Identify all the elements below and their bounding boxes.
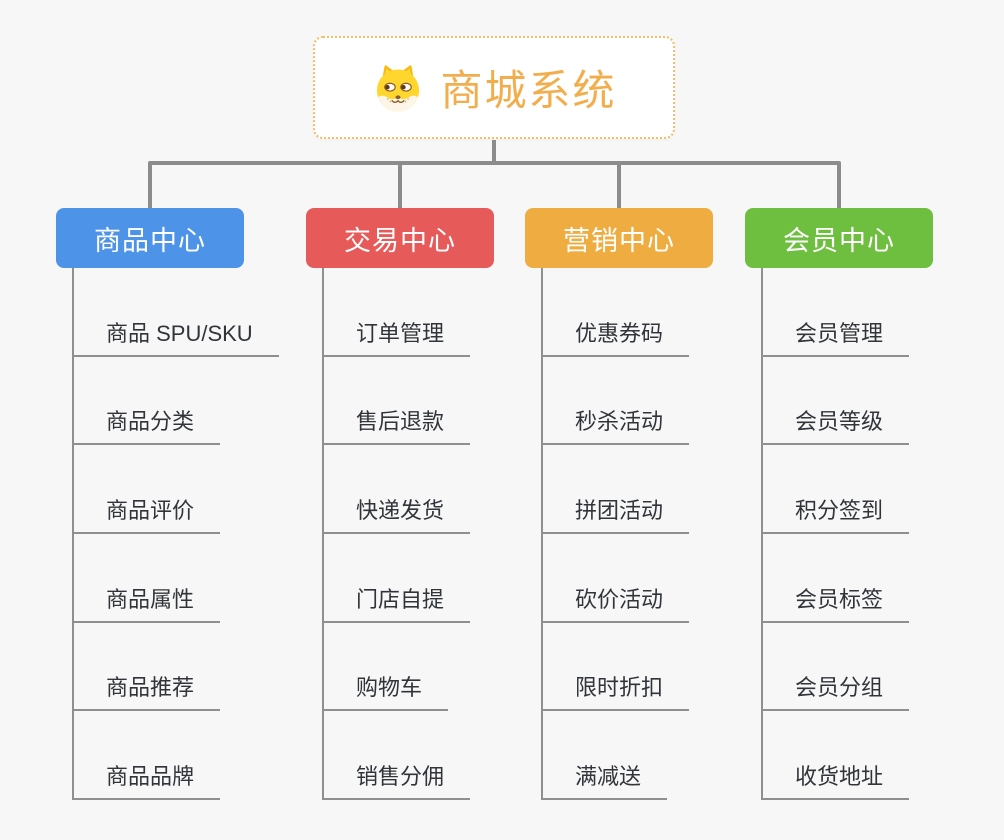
leaf-label: 门店自提 xyxy=(324,582,471,623)
leaf-node[interactable]: 砍价活动 xyxy=(543,534,690,623)
leaf-label: 会员管理 xyxy=(763,316,910,357)
leaf-label: 满减送 xyxy=(543,759,668,800)
leaf-node[interactable]: 商品分类 xyxy=(74,357,279,446)
leaf-node[interactable]: 门店自提 xyxy=(324,534,471,623)
leaf-label: 会员等级 xyxy=(763,404,910,446)
leaf-node[interactable]: 订单管理 xyxy=(324,268,471,357)
branch-column-member-center: 会员管理 会员等级 积分签到 会员标签 会员分组 收货地址 xyxy=(761,268,910,800)
leaf-label: 限时折扣 xyxy=(543,670,690,712)
leaf-node[interactable]: 会员等级 xyxy=(763,357,910,446)
leaf-label: 商品品牌 xyxy=(74,759,221,800)
leaf-node[interactable]: 满减送 xyxy=(543,711,689,800)
leaf-node[interactable]: 秒杀活动 xyxy=(543,357,690,446)
leaf-node[interactable]: 购物车 xyxy=(324,623,470,712)
leaf-label: 积分签到 xyxy=(763,493,910,534)
leaf-node[interactable]: 商品属性 xyxy=(74,534,279,623)
leaf-node[interactable]: 会员分组 xyxy=(763,623,910,712)
leaf-label: 商品评价 xyxy=(74,493,221,534)
leaf-node[interactable]: 商品评价 xyxy=(74,445,279,534)
leaf-label: 销售分佣 xyxy=(324,759,471,800)
branch-connector-drop xyxy=(617,163,621,208)
branch-connector-drop xyxy=(837,163,841,208)
leaf-node[interactable]: 优惠券码 xyxy=(543,268,690,357)
root-connector-stem xyxy=(492,140,496,165)
leaf-label: 拼团活动 xyxy=(543,493,690,534)
root-title: 商城系统 xyxy=(440,67,617,114)
leaf-node[interactable]: 收货地址 xyxy=(763,711,910,800)
branch-connector-drop xyxy=(148,163,152,208)
leaf-node[interactable]: 会员管理 xyxy=(763,268,910,357)
leaf-node[interactable]: 售后退款 xyxy=(324,357,471,446)
leaf-node[interactable]: 拼团活动 xyxy=(543,445,690,534)
branch-box-product-center[interactable]: 商品中心 xyxy=(56,208,244,268)
leaf-node[interactable]: 销售分佣 xyxy=(324,711,471,800)
leaf-node[interactable]: 积分签到 xyxy=(763,445,910,534)
leaf-label: 会员标签 xyxy=(763,582,910,623)
branch-connector-drop xyxy=(398,163,402,208)
leaf-label: 会员分组 xyxy=(763,670,910,712)
leaf-label: 砍价活动 xyxy=(543,582,690,623)
leaf-label: 收货地址 xyxy=(763,759,910,800)
leaf-label: 商品分类 xyxy=(74,404,221,446)
leaf-node[interactable]: 商品 SPU/SKU xyxy=(74,268,279,357)
branch-connector-rail xyxy=(148,161,841,165)
branch-box-trade-center[interactable]: 交易中心 xyxy=(306,208,494,268)
leaf-node[interactable]: 会员标签 xyxy=(763,534,910,623)
leaf-label: 购物车 xyxy=(324,670,449,712)
leaf-label: 秒杀活动 xyxy=(543,404,690,446)
branch-column-marketing-center: 优惠券码 秒杀活动 拼团活动 砍价活动 限时折扣 满减送 xyxy=(541,268,690,800)
shiba-dog-icon xyxy=(377,64,420,112)
leaf-node[interactable]: 快递发货 xyxy=(324,445,471,534)
leaf-node[interactable]: 商品品牌 xyxy=(74,711,279,800)
branch-column-trade-center: 订单管理 售后退款 快递发货 门店自提 购物车 销售分佣 xyxy=(322,268,471,800)
leaf-label: 商品属性 xyxy=(74,582,221,623)
leaf-node[interactable]: 限时折扣 xyxy=(543,623,690,712)
leaf-label: 优惠券码 xyxy=(543,316,690,357)
root-node[interactable]: 商城系统 xyxy=(313,36,675,139)
branch-column-product-center: 商品 SPU/SKU 商品分类 商品评价 商品属性 商品推荐 商品品牌 xyxy=(72,268,279,800)
leaf-label: 订单管理 xyxy=(324,316,471,357)
leaf-label: 商品 SPU/SKU xyxy=(74,316,279,357)
leaf-label: 快递发货 xyxy=(324,493,471,534)
leaf-node[interactable]: 商品推荐 xyxy=(74,623,279,712)
branch-box-member-center[interactable]: 会员中心 xyxy=(745,208,933,268)
leaf-label: 商品推荐 xyxy=(74,670,221,712)
branch-box-marketing-center[interactable]: 营销中心 xyxy=(525,208,713,268)
leaf-label: 售后退款 xyxy=(324,404,471,446)
